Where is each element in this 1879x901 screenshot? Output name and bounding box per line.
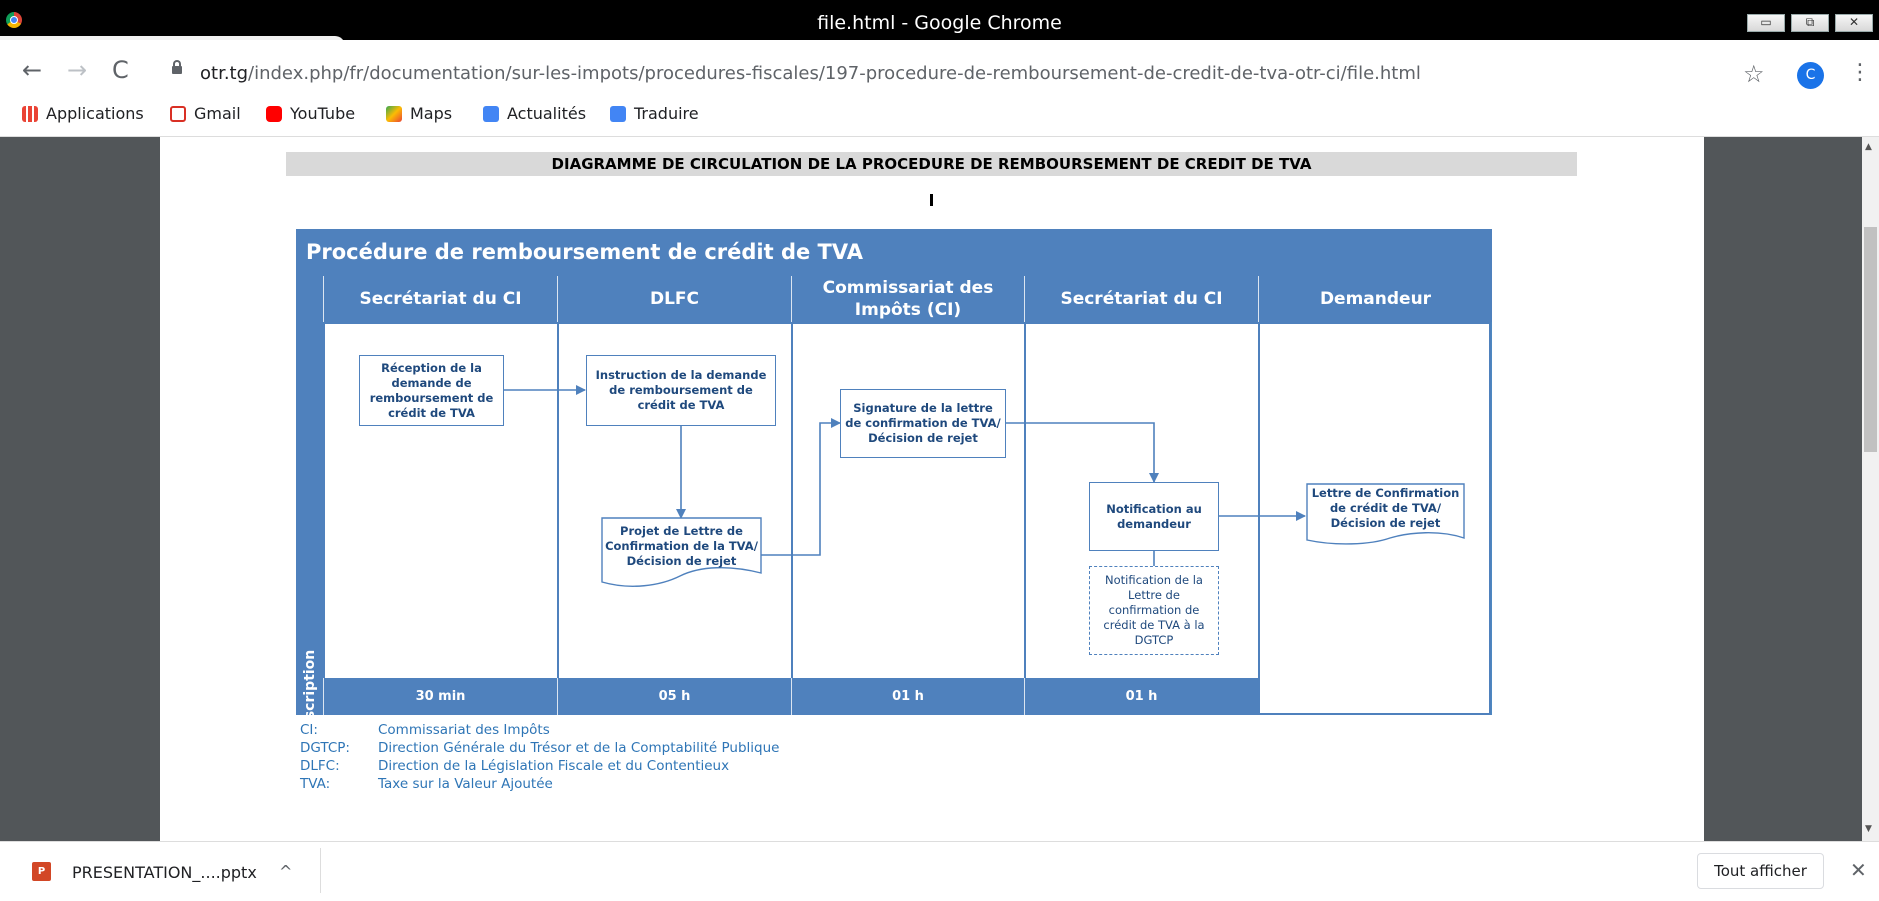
apps-grid-icon: [22, 106, 38, 122]
legend-abbr: CI:: [300, 722, 318, 738]
lane-header-demandeur: Demandeur: [1258, 276, 1492, 322]
step-reception: Réception de la demande de remboursement…: [359, 355, 504, 426]
legend-item: DGTCP: Direction Générale du Trésor et de…: [300, 740, 779, 756]
news-icon: [483, 106, 499, 122]
duration-secretariat-2: 01 h: [1024, 678, 1258, 715]
url-text[interactable]: otr.tg/index.php/fr/documentation/sur-le…: [200, 63, 1421, 84]
diagram-title: Procédure de remboursement de crédit de …: [296, 229, 1492, 276]
bookmark-traduire[interactable]: Traduire: [610, 104, 699, 123]
back-arrow-icon[interactable]: ←: [22, 56, 43, 84]
legend-item: TVA: Taxe sur la Valeur Ajoutée: [300, 776, 553, 792]
bookmark-applications[interactable]: Applications: [22, 104, 144, 123]
bookmark-label: YouTube: [290, 104, 356, 123]
scroll-up-icon[interactable]: ▲: [1865, 142, 1872, 152]
download-separator: [320, 848, 321, 893]
step-notification-dgtcp: Notification de la Lettre de confirmatio…: [1089, 566, 1219, 655]
legend-text: Commissariat des Impôts: [378, 722, 550, 738]
menu-kebab-icon[interactable]: ⋮: [1849, 60, 1871, 85]
lane-header-secretariat-1: Secrétariat du CI: [323, 276, 557, 322]
text-cursor: [930, 194, 933, 206]
chrome-logo-icon: [6, 12, 22, 28]
url-host: otr.tg: [200, 63, 249, 84]
document-header: DIAGRAMME DE CIRCULATION DE LA PROCEDURE…: [286, 152, 1577, 176]
window-title: file.html - Google Chrome: [817, 12, 1062, 34]
lock-icon[interactable]: [172, 60, 182, 74]
download-file-name[interactable]: PRESENTATION_....pptx: [72, 863, 257, 882]
description-label-wrap: Description: [296, 650, 323, 741]
step-projet-text: Projet de Lettre de Confirmation de la T…: [605, 524, 758, 568]
profile-avatar[interactable]: C: [1797, 62, 1824, 89]
close-icon[interactable]: ✕: [1850, 858, 1867, 882]
legend-item: DLFC: Direction de la Législation Fiscale…: [300, 758, 729, 774]
diagram-side-strip: [296, 276, 323, 715]
bookmark-label: Gmail: [194, 104, 241, 123]
step-signature: Signature de la lettre de confirmation d…: [840, 389, 1006, 458]
legend-abbr: TVA:: [300, 776, 331, 792]
gmail-icon: [170, 106, 186, 122]
restore-button[interactable]: ⧉: [1791, 14, 1829, 32]
window-titlebar: file.html - Google Chrome ▭ ⧉ ✕: [0, 0, 1879, 46]
legend-text: Direction de la Législation Fiscale et d…: [378, 758, 730, 774]
bookmarks-bar: [0, 98, 1879, 137]
step-instruction: Instruction de la demande de rembourseme…: [586, 355, 776, 426]
step-notification: Notification au demandeur: [1089, 482, 1219, 551]
step-lettre: Lettre de Confirmation de crédit de TVA/…: [1307, 484, 1464, 536]
lane-header-commissariat: Commissariat des Impôts (CI): [791, 276, 1024, 322]
duration-dlfc: 05 h: [557, 678, 791, 715]
duration-commissariat: 01 h: [791, 678, 1024, 715]
translate-icon: [610, 106, 626, 122]
legend-item: CI: Commissariat des Impôts: [300, 722, 550, 738]
step-lettre-text: Lettre de Confirmation de crédit de TVA/…: [1311, 486, 1460, 530]
bookmark-youtube[interactable]: YouTube: [266, 104, 355, 123]
bookmark-label: Traduire: [634, 104, 699, 123]
bookmark-actualites[interactable]: Actualités: [483, 104, 586, 123]
lane-commissariat: [791, 322, 1024, 678]
minimize-button[interactable]: ▭: [1747, 14, 1785, 32]
duration-secretariat-1: 30 min: [323, 678, 557, 715]
bookmark-gmail[interactable]: Gmail: [170, 104, 241, 123]
lane-header-secretariat-2: Secrétariat du CI: [1024, 276, 1258, 322]
powerpoint-file-icon[interactable]: P: [32, 862, 51, 881]
download-bar: [0, 841, 1879, 901]
chevron-up-icon[interactable]: ^: [279, 862, 293, 881]
step-projet: Projet de Lettre de Confirmation de la T…: [602, 518, 761, 578]
legend-text: Taxe sur la Valeur Ajoutée: [378, 776, 553, 792]
maps-icon: [386, 106, 402, 122]
legend-text: Direction Générale du Trésor et de la Co…: [378, 740, 780, 756]
bookmark-maps[interactable]: Maps: [386, 104, 452, 123]
reload-icon[interactable]: C: [112, 56, 129, 84]
scrollbar-thumb[interactable]: [1864, 227, 1877, 452]
address-bar[interactable]: [154, 56, 1749, 92]
scroll-down-icon[interactable]: ▼: [1865, 824, 1872, 834]
forward-arrow-icon[interactable]: →: [67, 56, 88, 84]
url-path: /index.php/fr/documentation/sur-les-impo…: [248, 63, 1421, 84]
lane-header-dlfc: DLFC: [557, 276, 791, 322]
bookmark-label: Maps: [410, 104, 453, 123]
bookmark-star-icon[interactable]: ☆: [1743, 60, 1765, 88]
bookmark-label: Applications: [46, 104, 144, 123]
youtube-icon: [266, 106, 282, 122]
show-all-downloads-button[interactable]: Tout afficher: [1697, 853, 1824, 889]
close-window-button[interactable]: ✕: [1835, 14, 1873, 32]
legend-abbr: DLFC:: [300, 758, 340, 774]
bookmark-label: Actualités: [507, 104, 587, 123]
legend-abbr: DGTCP:: [300, 740, 350, 756]
